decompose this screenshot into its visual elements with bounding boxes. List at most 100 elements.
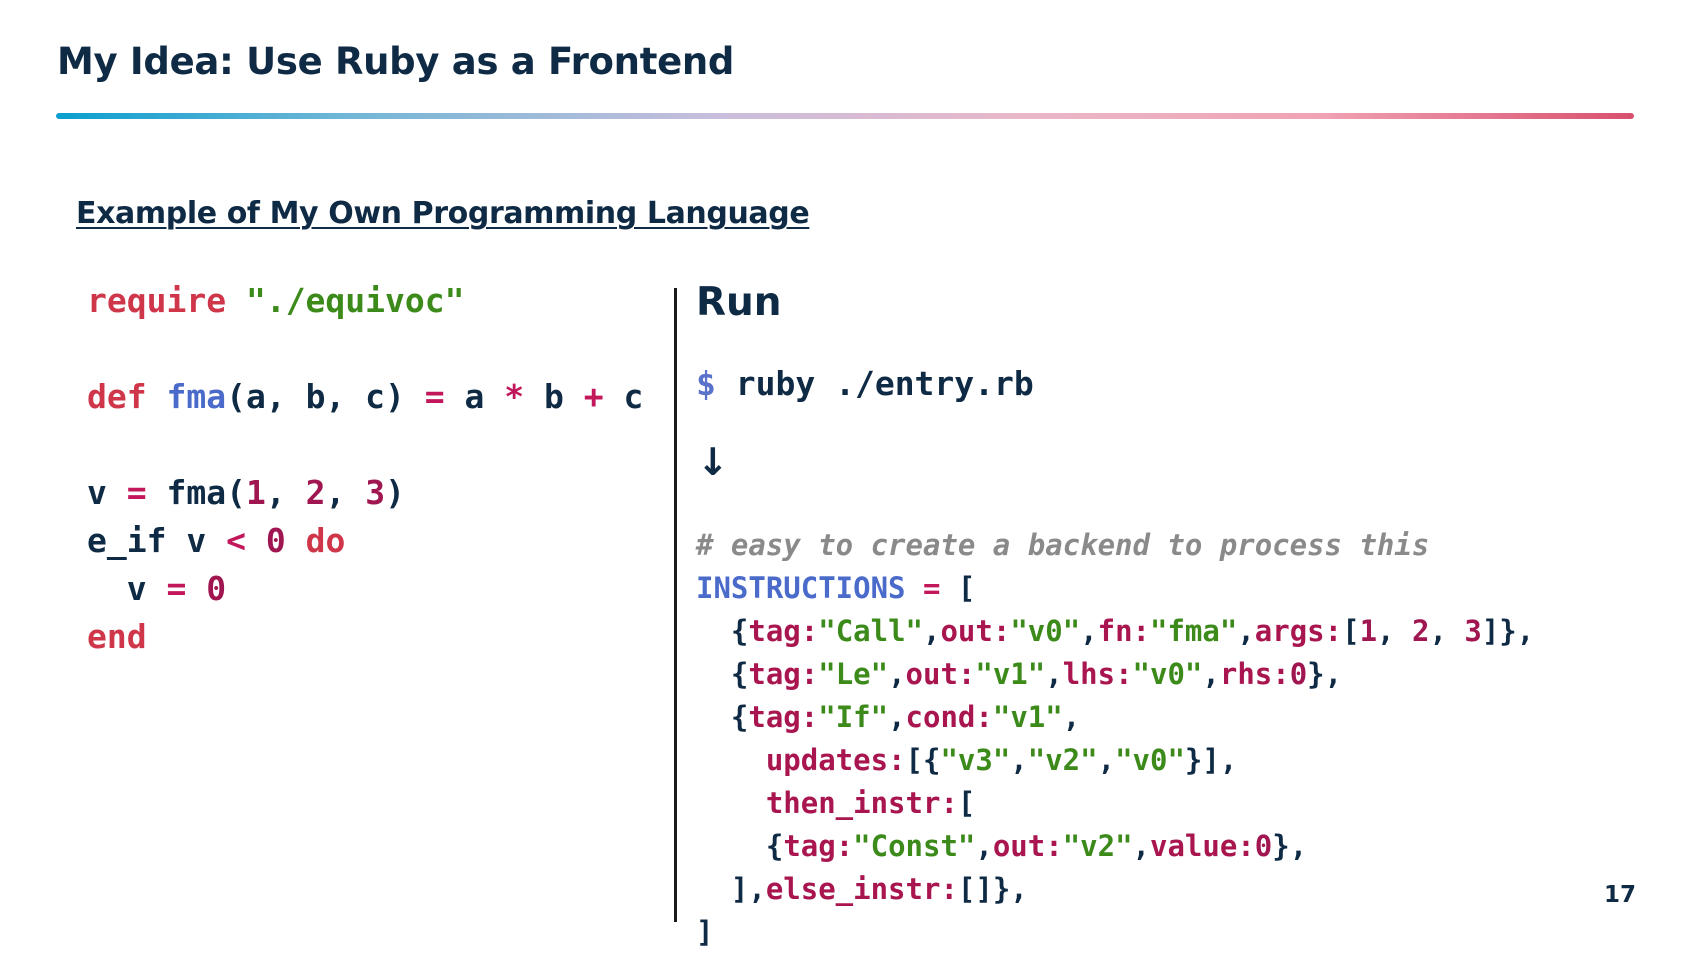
code-line-else-instr: ],else_instr:[]}, (696, 868, 1534, 911)
hash-key: updates: (765, 743, 906, 777)
hash-key: cond: (905, 700, 993, 734)
code-line-blank (87, 421, 643, 469)
hash-string: "v0" (1010, 614, 1081, 648)
hash-string: "Le" (818, 657, 889, 691)
bracket: [{ (905, 743, 941, 777)
separator: , (1429, 614, 1465, 648)
hash-string: "v0" (1115, 743, 1185, 777)
number-literal: 1 (245, 473, 266, 512)
operand-b: b (544, 377, 564, 416)
hash-key: tag: (748, 657, 819, 691)
slide-title: My Idea: Use Ruby as a Frontend (57, 40, 735, 83)
hash-string: "v1" (975, 657, 1046, 691)
brace: { (730, 614, 749, 648)
code-line-require: require "./equivoc" (87, 277, 643, 325)
hash-string: "v0" (1132, 657, 1203, 691)
hash-string: "Const" (853, 829, 976, 863)
hash-key: tag: (783, 829, 854, 863)
hash-string: "v2" (1027, 743, 1098, 777)
bracket: [ (957, 786, 976, 820)
operator-equals: = (166, 569, 187, 608)
function-call: fma( (166, 473, 246, 512)
number-literal: 3 (1464, 614, 1482, 648)
hash-string: "fma" (1150, 614, 1238, 648)
command-text: ruby ./entry.rb (735, 364, 1034, 403)
separator: , (1010, 743, 1028, 777)
separator: , (975, 829, 993, 863)
hash-key: out: (905, 657, 976, 691)
hash-key: lhs: (1062, 657, 1133, 691)
run-heading: Run (696, 280, 782, 325)
hash-string: "v2" (1062, 829, 1133, 863)
operator-plus: + (583, 377, 604, 416)
hash-key: rhs: (1219, 657, 1290, 691)
number-literal: 1 (1359, 614, 1378, 648)
code-line-if-instr: {tag:"If",cond:"v1", (696, 696, 1534, 739)
shell-command: $ ruby ./entry.rb (696, 360, 1034, 408)
brace: { (765, 829, 784, 863)
instructions-code-block: # easy to create a backend to process th… (696, 524, 1534, 954)
keyword-require: require (87, 281, 227, 320)
separator: , (1080, 614, 1098, 648)
variable-v: v (126, 569, 147, 608)
separator: , (1097, 743, 1116, 777)
code-line-updates: updates:[{"v3","v2","v0"}], (696, 739, 1534, 782)
operand-a: a (464, 377, 485, 416)
separator: , (325, 473, 366, 512)
open-bracket: [ (957, 571, 976, 605)
down-arrow-icon: ↓ (697, 440, 729, 484)
code-line-e-if: e_if v < 0 do (87, 517, 643, 565)
separator: , (923, 614, 941, 648)
code-line-assign: v = fma(1, 2, 3) (87, 469, 643, 517)
operator-multiply: * (504, 377, 525, 416)
closing: ]}, (1481, 614, 1535, 648)
ruby-source-code-block: require "./equivoc" def fma(a, b, c) = a… (87, 277, 643, 661)
number-literal: 0 (206, 569, 227, 608)
function-name: fma (166, 377, 227, 416)
hash-key: out: (940, 614, 1011, 648)
code-line-close: ] (696, 911, 1534, 954)
number-literal: 3 (365, 473, 386, 512)
close-paren: ) (385, 473, 405, 512)
separator: , (888, 700, 906, 734)
separator: , (888, 657, 906, 691)
brace: { (730, 700, 749, 734)
vertical-divider (674, 288, 677, 922)
hash-key: out: (992, 829, 1063, 863)
number-literal: 0 (1289, 657, 1308, 691)
title-gradient-rule (56, 113, 1634, 119)
code-line-call-instr: {tag:"Call",out:"v0",fn:"fma",args:[1, 2… (696, 610, 1534, 653)
shell-prompt: $ (696, 364, 716, 403)
hash-string: "If" (818, 700, 889, 734)
separator: , (1377, 614, 1412, 648)
hash-key: tag: (748, 700, 819, 734)
code-line-le-instr: {tag:"Le",out:"v1",lhs:"v0",rhs:0}, (696, 653, 1534, 696)
variable-v: v (87, 473, 107, 512)
hash-key: tag: (748, 614, 819, 648)
bracket: [ (1342, 614, 1360, 648)
hash-key: then_instr: (765, 786, 958, 820)
operator-equals: = (424, 377, 445, 416)
code-line-inner-assign: v = 0 (87, 565, 643, 613)
code-line-def: def fma(a, b, c) = a * b + c (87, 373, 643, 421)
closing: }, (1272, 829, 1308, 863)
hash-key: fn: (1097, 614, 1151, 648)
code-line-blank (87, 325, 643, 373)
function-params: (a, b, c) (226, 377, 405, 416)
brace: { (730, 657, 749, 691)
hash-string: "v3" (940, 743, 1011, 777)
separator: , (1132, 829, 1150, 863)
number-literal: 0 (1254, 829, 1273, 863)
separator: , (1202, 657, 1220, 691)
hash-key: value: (1150, 829, 1255, 863)
code-line-then-instr: then_instr:[ (696, 782, 1534, 825)
constant-instructions: INSTRUCTIONS (696, 571, 906, 605)
section-heading: Example of My Own Programming Language (76, 196, 810, 231)
close-bracket: ] (696, 915, 714, 949)
operand-c: c (623, 377, 644, 416)
closing: }, (1307, 657, 1343, 691)
closing: []}, (957, 872, 1028, 906)
operator-equals: = (126, 473, 147, 512)
bracket: ], (730, 872, 766, 906)
page-number: 17 (1604, 882, 1637, 908)
